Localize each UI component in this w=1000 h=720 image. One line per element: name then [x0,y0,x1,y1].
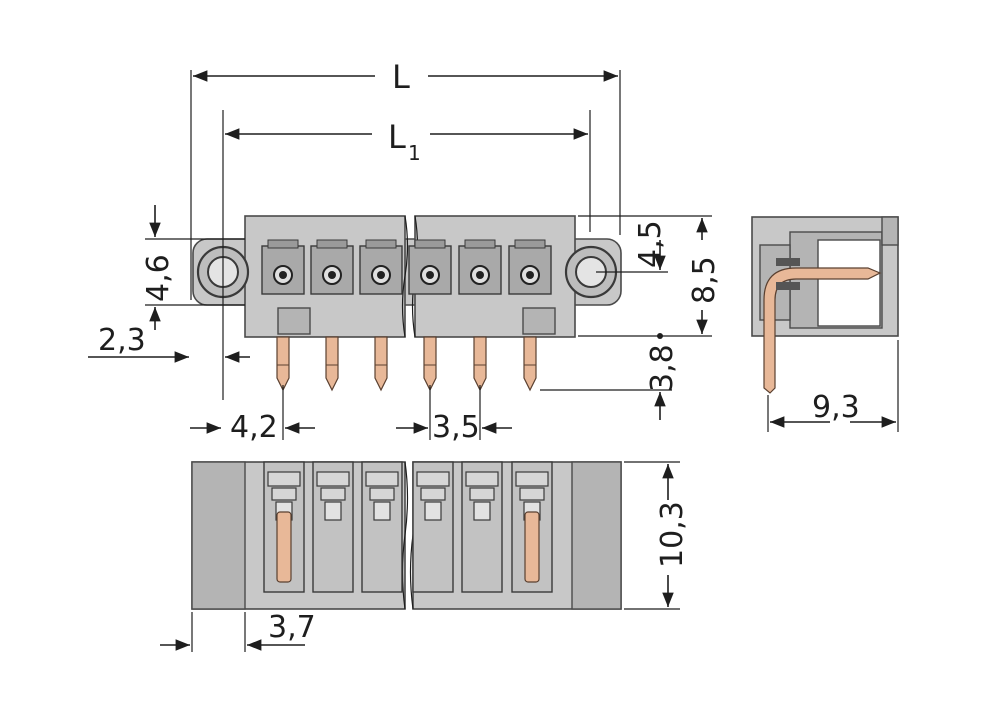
contact-pin [423,336,437,392]
dimension-lines [88,70,899,652]
label-9-3: 9,3 [812,390,860,425]
bottom-cell [263,461,305,593]
bottom-pin [524,511,540,583]
contact-slots [261,239,552,295]
dimension-labels: L L 1 4,6 2,3 4,5 8,5 3,8 4,2 3,5 9,3 10… [98,58,860,645]
contact-slot [261,239,305,295]
bottom-view [191,461,622,610]
bottom-cell [511,461,553,593]
bottom-cell [412,461,454,593]
label-2-3: 2,3 [98,323,146,358]
contact-pin [374,336,388,392]
label-8-5: 8,5 [687,256,722,304]
label-4-5: 4,5 [633,220,668,268]
label-3-5: 3,5 [432,410,480,445]
contact-pin [523,336,537,392]
contact-pin [276,336,290,392]
label-L1: L [388,118,406,156]
label-3-7: 3,7 [268,610,316,645]
contact-pin [473,336,487,392]
bottom-cell [312,461,354,593]
bottom-cell [461,461,503,593]
side-pin [763,267,882,394]
contact-slot [458,239,502,295]
contact-pin [325,336,339,392]
label-4-2: 4,2 [230,410,278,445]
bottom-cell [361,461,403,593]
label-3-8: 3,8 [645,344,680,392]
label-4-6: 4,6 [141,254,176,302]
contact-slot [508,239,552,295]
label-L: L [392,58,410,96]
front-pins [276,336,537,392]
side-view [751,216,899,394]
contact-slot [408,239,452,295]
label-L1-subscript: 1 [408,141,421,165]
contact-slot [310,239,354,295]
front-view [192,215,622,392]
label-10-3: 10,3 [655,501,690,568]
bottom-cells [263,461,553,593]
bottom-pin [276,511,292,583]
contact-slot [359,239,403,295]
